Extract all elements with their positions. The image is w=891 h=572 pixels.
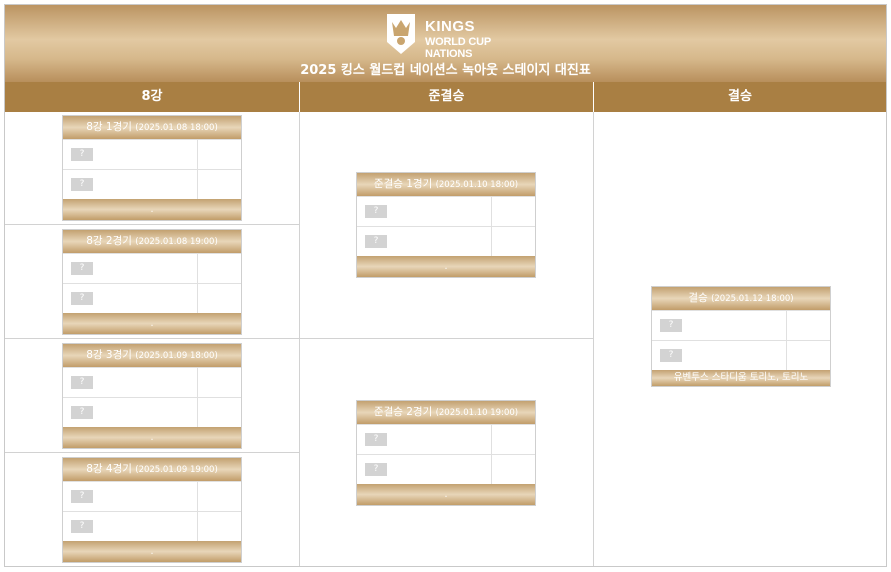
logo-line-2: WORLD CUP NATIONS [425,36,491,60]
team-cell: ? [357,425,492,454]
column-header-quarterfinal: 8강 [5,82,300,112]
match-card-qf1[interactable]: 8강 1경기 (2025.01.08 18:00) ? ? . [62,115,242,221]
team-cell: ? [652,311,787,340]
match-name: 8강 2경기 [86,235,132,247]
match-title: 8강 1경기 (2025.01.08 18:00) [63,116,241,139]
team-placeholder: ? [71,292,93,305]
match-name: 결승 [688,292,708,304]
row-divider [5,338,593,339]
match-title: 준결승 2경기 (2025.01.10 19:00) [357,401,535,424]
team-row[interactable]: ? [63,253,241,283]
team-cell: ? [63,512,198,541]
team-row[interactable]: ? [357,226,535,256]
crown-shield-icon [387,14,415,54]
team-row[interactable]: ? [63,283,241,313]
team-row[interactable]: ? [63,169,241,199]
team-cell: ? [63,368,198,397]
team-cell: ? [357,455,492,484]
match-name: 8강 1경기 [86,121,132,133]
team-row[interactable]: ? [63,397,241,427]
team-placeholder: ? [71,148,93,161]
match-title: 결승 (2025.01.12 18:00) [652,287,830,310]
team-cell: ? [63,284,198,313]
match-card-qf2[interactable]: 8강 2경기 (2025.01.08 19:00) ? ? . [62,229,242,335]
team-placeholder: ? [71,520,93,533]
team-row[interactable]: ? [63,511,241,541]
team-placeholder: ? [365,235,387,248]
team-cell: ? [63,398,198,427]
match-date: (2025.01.10 18:00) [435,180,519,190]
team-cell: ? [63,170,198,199]
team-placeholder: ? [71,490,93,503]
match-venue: . [357,256,535,277]
match-card-sf2[interactable]: 준결승 2경기 (2025.01.10 19:00) ? ? . [356,400,536,506]
column-divider [593,112,594,566]
page-title: 2025 킹스 월드컵 네이션스 녹아웃 스테이지 대진표 [300,63,591,78]
match-title: 8강 3경기 (2025.01.09 18:00) [63,344,241,367]
team-placeholder: ? [365,205,387,218]
match-venue: . [63,199,241,220]
team-cell: ? [652,341,787,370]
team-row[interactable]: ? [357,196,535,226]
column-header-final: 결승 [594,82,886,112]
match-date: (2025.01.10 19:00) [435,408,519,418]
team-placeholder: ? [660,349,682,362]
match-title: 8강 4경기 (2025.01.09 19:00) [63,458,241,481]
match-date: (2025.01.08 18:00) [135,123,218,133]
team-row[interactable]: ? [63,139,241,169]
row-divider [5,452,299,453]
team-cell: ? [63,482,198,511]
team-placeholder: ? [365,433,387,446]
match-card-qf4[interactable]: 8강 4경기 (2025.01.09 19:00) ? ? . [62,457,242,563]
team-cell: ? [63,254,198,283]
bracket-frame: KINGS WORLD CUP NATIONS 2025 킹스 월드컵 네이션스… [4,4,887,567]
column-divider [299,112,300,566]
match-venue: . [63,427,241,448]
team-placeholder: ? [71,178,93,191]
match-title: 준결승 1경기 (2025.01.10 18:00) [357,173,535,196]
match-venue: . [63,313,241,334]
match-card-sf1[interactable]: 준결승 1경기 (2025.01.10 18:00) ? ? . [356,172,536,278]
team-placeholder: ? [365,463,387,476]
match-date: (2025.01.08 19:00) [135,237,218,247]
match-date: (2025.01.09 18:00) [135,351,218,361]
team-placeholder: ? [71,376,93,389]
match-name: 8강 3경기 [86,349,132,361]
column-header-semifinal: 준결승 [300,82,594,112]
team-cell: ? [357,227,492,256]
team-placeholder: ? [71,262,93,275]
bracket-header: KINGS WORLD CUP NATIONS 2025 킹스 월드컵 네이션스… [5,5,886,82]
team-placeholder: ? [71,406,93,419]
match-name: 준결승 2경기 [373,406,433,418]
match-card-final[interactable]: 결승 (2025.01.12 18:00) ? ? 유벤투스 스타디움 토리노,… [651,286,831,387]
team-cell: ? [357,197,492,226]
team-cell: ? [63,140,198,169]
team-row[interactable]: ? [63,481,241,511]
team-row[interactable]: ? [357,424,535,454]
match-date: (2025.01.09 19:00) [135,465,218,475]
logo-line-1: KINGS [425,18,476,35]
match-name: 준결승 1경기 [373,178,433,190]
row-divider [5,224,299,225]
match-name: 8강 4경기 [86,463,132,475]
team-row[interactable]: ? [357,454,535,484]
kings-logo: KINGS WORLD CUP NATIONS [385,12,525,60]
match-venue: . [357,484,535,505]
team-placeholder: ? [660,319,682,332]
match-venue: . [63,541,241,562]
match-date: (2025.01.12 18:00) [711,294,794,304]
team-row[interactable]: ? [652,340,830,370]
match-card-qf3[interactable]: 8강 3경기 (2025.01.09 18:00) ? ? . [62,343,242,449]
team-row[interactable]: ? [652,310,830,340]
match-title: 8강 2경기 (2025.01.08 19:00) [63,230,241,253]
team-row[interactable]: ? [63,367,241,397]
match-venue: 유벤투스 스타디움 토리노, 토리노 [652,370,830,386]
